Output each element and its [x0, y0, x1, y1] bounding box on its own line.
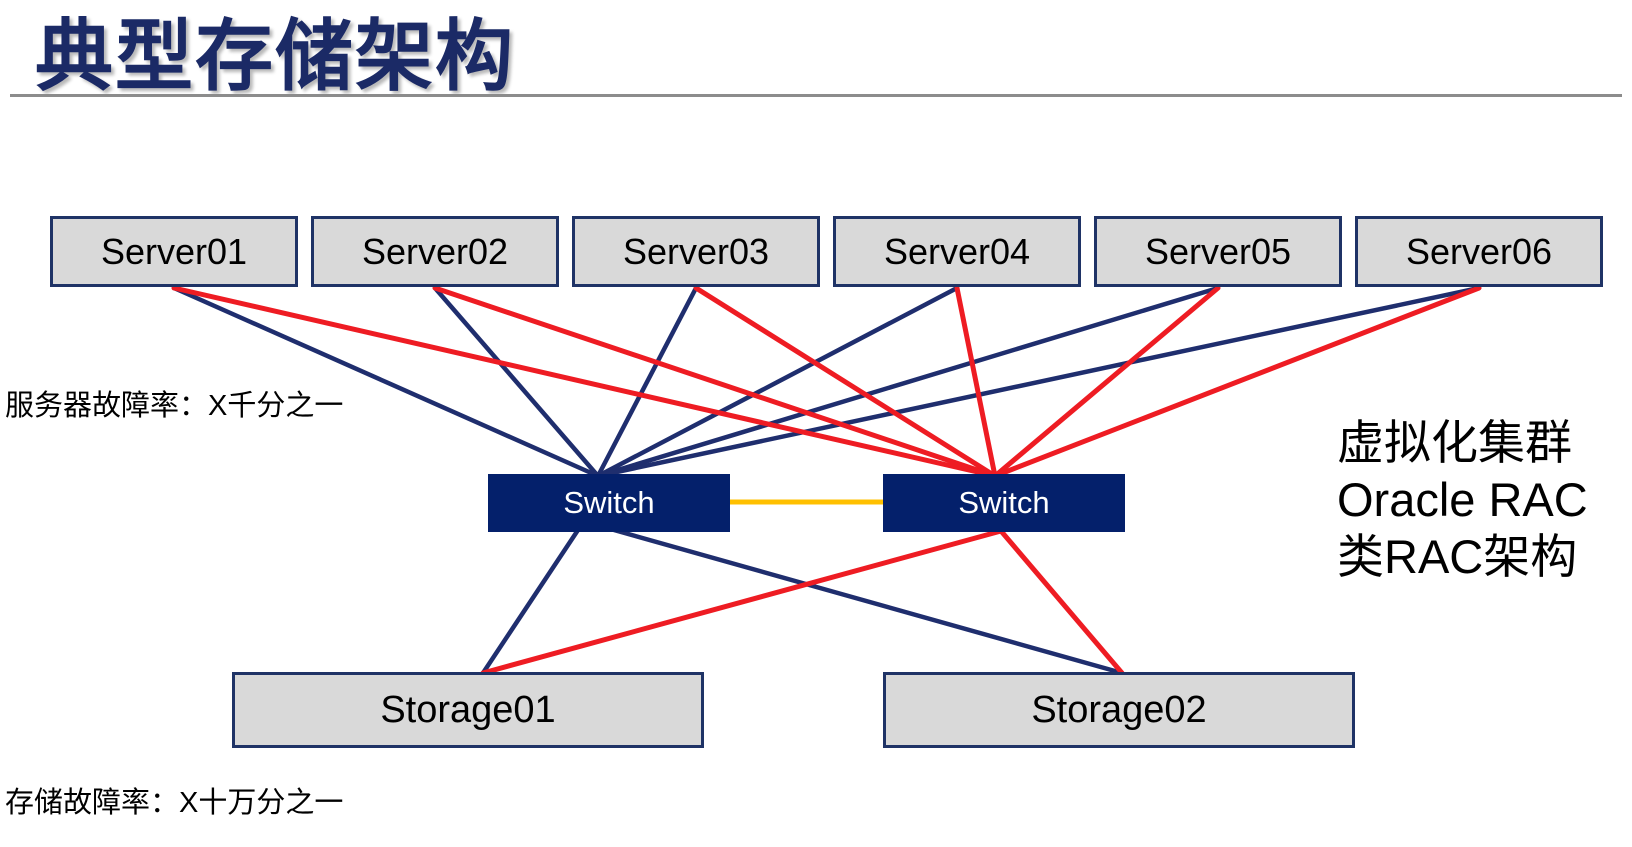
connection-line-server01-switchB — [171, 285, 998, 479]
cluster-note-line2: Oracle RAC — [1337, 473, 1588, 526]
connection-line-switchB-storage01 — [480, 528, 1004, 676]
storage-failure-rate-label: 存储故障率：X十万分之一 — [5, 787, 344, 819]
connection-line-server05-switchB — [992, 285, 1221, 479]
cluster-note: 虚拟化集群 Oracle RAC 类RAC架构 — [1337, 414, 1588, 585]
switch-b-label: Switch — [958, 485, 1050, 520]
switch-a-label: Switch — [563, 485, 655, 520]
connection-line-server06-switchB — [992, 285, 1482, 479]
server05-label: Server05 — [1144, 230, 1292, 272]
connection-line-server03-switchB — [693, 285, 998, 479]
connection-line-server04-switchB — [954, 285, 998, 479]
cluster-note-line3: 类RAC架构 — [1337, 530, 1578, 583]
connection-line-server04-switchA — [595, 285, 960, 479]
connection-line-server05-switchA — [595, 285, 1221, 479]
server04-box: Server04 — [833, 216, 1081, 287]
switch-a-box: Switch — [488, 474, 730, 532]
connection-line-switchA-storage02 — [611, 527, 1125, 676]
connection-line-switchB-storage02 — [998, 528, 1125, 676]
connection-line-switchA-storage01 — [480, 527, 581, 676]
server-failure-rate-label: 服务器故障率：X千分之一 — [5, 390, 344, 422]
server03-box: Server03 — [572, 216, 820, 287]
connection-line-server06-switchA — [595, 285, 1482, 479]
server03-label: Server03 — [622, 230, 770, 272]
server06-box: Server06 — [1355, 216, 1603, 287]
storage01-box: Storage01 — [232, 672, 704, 748]
connection-line-server03-switchA — [595, 285, 699, 479]
title-divider — [10, 94, 1622, 97]
cluster-note-line1: 虚拟化集群 — [1337, 416, 1572, 469]
connection-line-server02-switchA — [432, 285, 601, 479]
server02-label: Server02 — [361, 230, 509, 272]
server06-label: Server06 — [1405, 230, 1553, 272]
server05-box: Server05 — [1094, 216, 1342, 287]
server02-box: Server02 — [311, 216, 559, 287]
server01-box: Server01 — [50, 216, 298, 287]
storage01-label: Storage01 — [380, 688, 556, 731]
server04-label: Server04 — [883, 230, 1031, 272]
storage02-box: Storage02 — [883, 672, 1355, 748]
storage02-label: Storage02 — [1031, 688, 1207, 731]
connection-line-server02-switchB — [432, 285, 998, 479]
switch-b-box: Switch — [883, 474, 1125, 532]
connection-line-server01-switchA — [171, 285, 601, 479]
server01-label: Server01 — [100, 230, 248, 272]
page-title: 典型存储架构 — [35, 12, 516, 100]
